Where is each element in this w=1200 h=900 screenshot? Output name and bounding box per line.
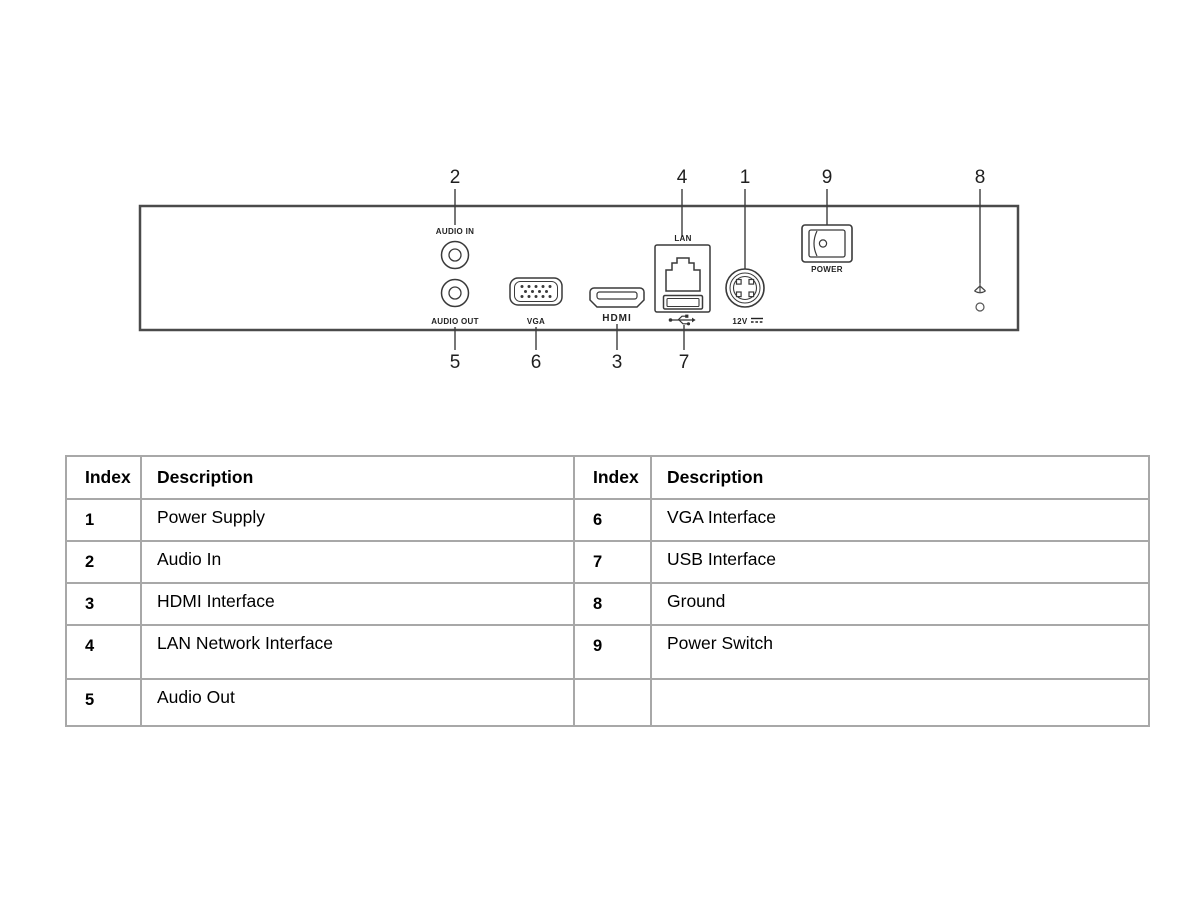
chassis-outline: [138, 204, 1020, 332]
table-row: 2 Audio In 7 USB Interface: [65, 540, 1150, 584]
table-row: 4 LAN Network Interface 9 Power Switch: [65, 624, 1150, 680]
table-row: 3 HDMI Interface 8 Ground: [65, 582, 1150, 626]
lan-label: LAN: [674, 234, 691, 243]
description-table: Index Description Index Description 1 Po…: [65, 455, 1150, 727]
audio-out-label: AUDIO OUT: [431, 317, 479, 326]
vga-pins: [520, 285, 552, 298]
description-cell: Ground: [650, 582, 1150, 626]
header-description-left: Description: [140, 455, 575, 500]
dc-symbol-icon: [751, 317, 763, 323]
index-cell: 7: [573, 540, 652, 584]
index-cell: 8: [573, 582, 652, 626]
callout-audio-in: 2: [450, 167, 461, 188]
index-cell: 1: [65, 498, 142, 542]
audio-in-jack: [440, 240, 470, 270]
description-cell: LAN Network Interface: [140, 624, 575, 680]
power-pins: [735, 278, 755, 298]
usb-icon: [668, 314, 696, 326]
callout-audio-out: 5: [450, 352, 461, 373]
audio-in-label: AUDIO IN: [436, 227, 474, 236]
audio-out-jack: [440, 278, 470, 308]
description-cell: Power Switch: [650, 624, 1150, 680]
index-cell: 5: [65, 678, 142, 727]
lan-usb-block: [654, 244, 711, 313]
callout-power-switch: 9: [822, 167, 833, 188]
header-index-left: Index: [65, 455, 142, 500]
callout-vga: 6: [531, 352, 542, 373]
description-table-section: Index Description Index Description 1 Po…: [65, 455, 1150, 727]
rear-panel-svg: 2 4 1 9 8 5 6 3 7 AUDIO IN AUDIO OUT VGA: [138, 167, 1020, 373]
index-cell: 3: [65, 582, 142, 626]
index-cell: [573, 678, 652, 727]
description-cell: HDMI Interface: [140, 582, 575, 626]
usb-port: [662, 294, 704, 310]
table-row: 1 Power Supply 6 VGA Interface: [65, 498, 1150, 542]
description-cell: Audio Out: [140, 678, 575, 727]
index-cell: 2: [65, 540, 142, 584]
dc-12v-label: 12V: [732, 317, 763, 326]
description-cell: USB Interface: [650, 540, 1150, 584]
table-row: 5 Audio Out: [65, 678, 1150, 727]
power-label: POWER: [811, 265, 843, 274]
index-cell: 6: [573, 498, 652, 542]
ground-icon: [974, 283, 986, 294]
index-cell: 9: [573, 624, 652, 680]
description-cell: [650, 678, 1150, 727]
callout-power-supply: 1: [740, 167, 751, 188]
description-cell: VGA Interface: [650, 498, 1150, 542]
callout-usb: 7: [679, 352, 690, 373]
hdmi-label: HDMI: [602, 313, 632, 324]
header-description-right: Description: [650, 455, 1150, 500]
table-header-row: Index Description Index Description: [65, 455, 1150, 500]
svg-text:12V: 12V: [732, 317, 747, 326]
power-switch: [801, 224, 853, 263]
vga-connector: [509, 277, 563, 306]
screw-hole: [975, 302, 985, 312]
callout-lan: 4: [677, 167, 688, 188]
callout-hdmi: 3: [612, 352, 623, 373]
rear-panel-diagram: 2 4 1 9 8 5 6 3 7 AUDIO IN AUDIO OUT VGA: [0, 0, 1200, 430]
description-cell: Power Supply: [140, 498, 575, 542]
vga-label: VGA: [527, 317, 545, 326]
index-cell: 4: [65, 624, 142, 680]
hdmi-connector: [589, 287, 645, 308]
header-index-right: Index: [573, 455, 652, 500]
callout-ground: 8: [975, 167, 986, 188]
power-supply-connector: [725, 268, 765, 308]
rj45-port: [665, 257, 701, 292]
description-cell: Audio In: [140, 540, 575, 584]
